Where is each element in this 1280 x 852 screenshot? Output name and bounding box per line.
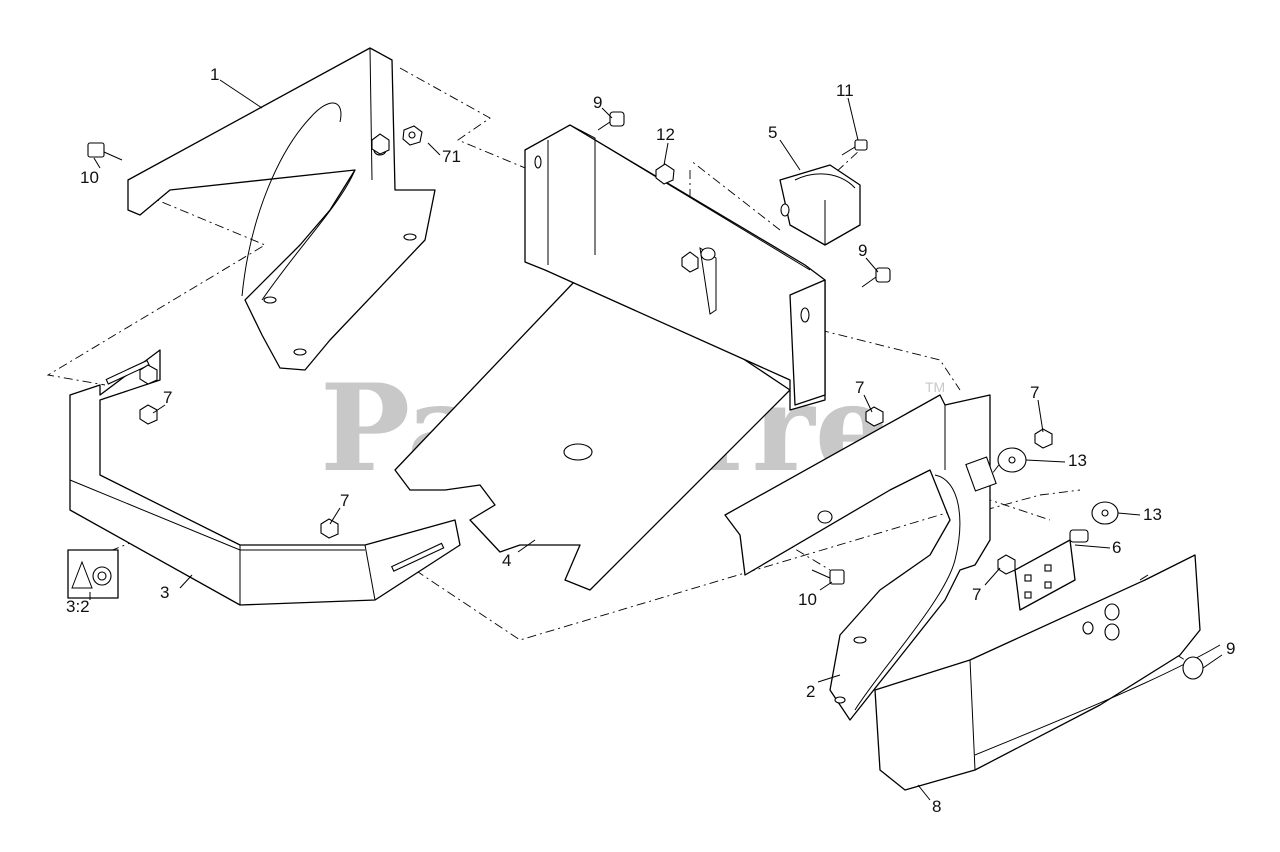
part-1-left-bracket	[127, 47, 436, 371]
hardware	[87, 111, 1204, 680]
callout-9-right: 9	[1226, 639, 1235, 658]
part-8-chute	[874, 554, 1221, 791]
callout-7-left: 7	[163, 388, 172, 407]
callout-3-2: 3:2	[66, 597, 90, 616]
bolt-9-top	[597, 111, 625, 131]
callout-7-far-right: 7	[1030, 383, 1039, 402]
callout-8: 8	[932, 797, 941, 816]
bolt-9-mid	[861, 267, 891, 288]
callout-11: 11	[836, 81, 854, 100]
nut-7-lower	[997, 554, 1016, 575]
callout-10-right: 10	[798, 590, 817, 609]
part-2-right-bracket	[724, 394, 991, 721]
callout-3: 3	[160, 583, 169, 602]
part-4-center-plate	[394, 259, 791, 591]
callout-7-lower: 7	[972, 585, 981, 604]
callout-6: 6	[1112, 538, 1121, 557]
callout-2: 2	[806, 682, 815, 701]
nut-12	[655, 163, 675, 185]
bolt-11	[841, 139, 868, 156]
nut-7-far-right	[1034, 428, 1053, 449]
callout-71: 71	[442, 147, 461, 166]
callout-9-mid: 9	[858, 241, 867, 260]
callout-10-left: 10	[80, 168, 99, 187]
nut-7-left-b	[139, 364, 158, 385]
part-6-hinge-plate	[1014, 539, 1076, 611]
callout-13-upper: 13	[1068, 451, 1087, 470]
callout-1: 1	[210, 65, 219, 84]
top-box-bracket	[524, 124, 826, 411]
nut-7-right	[865, 406, 884, 427]
nut-71	[402, 125, 423, 146]
part-5-clip	[779, 164, 861, 246]
callout-9-top: 9	[593, 93, 602, 112]
part-3-front-guard	[69, 349, 461, 606]
callout-5: 5	[768, 123, 777, 142]
callout-7-mid: 7	[340, 491, 349, 510]
bolt-10-right	[811, 569, 845, 585]
bolt-9-right	[1182, 656, 1204, 680]
washer-13-upper	[997, 447, 1027, 473]
callout-4: 4	[502, 551, 511, 570]
callout-labels: 1 10 71 9 12 5 11 9 7 7 7 7 13 13 6 7 10…	[66, 65, 1235, 816]
callout-13-lower: 13	[1143, 505, 1162, 524]
washer-13-lower	[1091, 501, 1119, 525]
callout-12: 12	[656, 125, 675, 144]
nut-7-left	[139, 404, 158, 425]
pin-6	[1069, 529, 1089, 543]
leader-lines	[89, 79, 1223, 801]
nut-bracket-1	[371, 133, 390, 155]
callout-7-right: 7	[855, 378, 864, 397]
bolt-10-left	[87, 142, 123, 161]
nut-7-mid	[320, 518, 339, 539]
decal-3-2	[67, 549, 119, 599]
watermark-trademark: TM	[925, 379, 945, 395]
nut-12b	[681, 251, 699, 273]
spacer-6	[965, 456, 997, 492]
